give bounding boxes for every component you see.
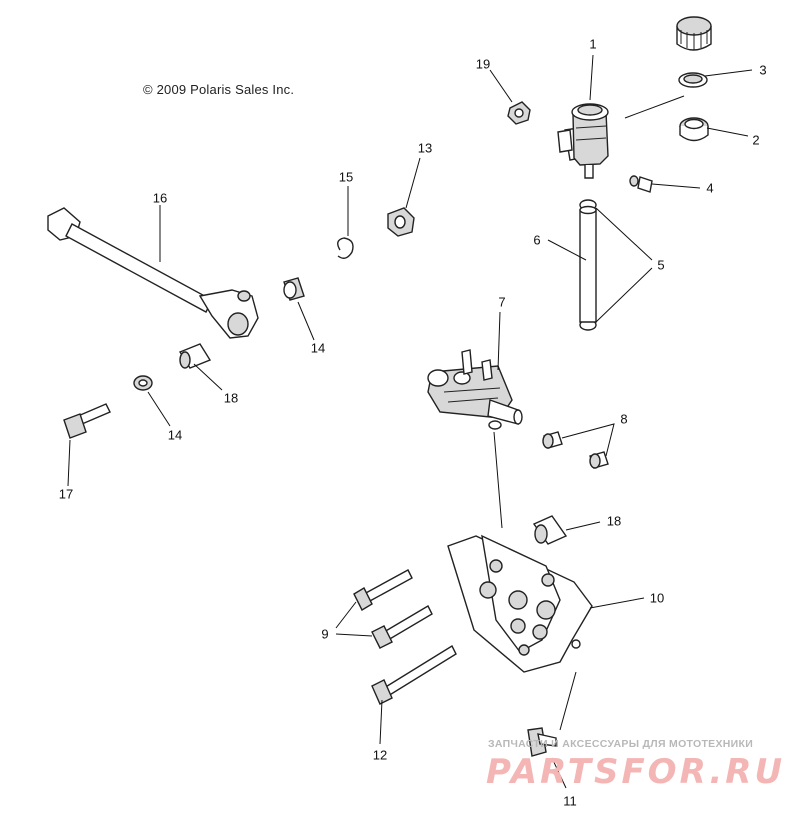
callout-6: 6 bbox=[533, 232, 541, 248]
part-8-bushings bbox=[542, 431, 609, 469]
copyright-notice: © 2009 Polaris Sales Inc. bbox=[143, 82, 295, 97]
part-7-pivot-assembly bbox=[427, 349, 523, 430]
callout-5: 5 bbox=[657, 257, 665, 273]
part-9-bolts bbox=[353, 569, 433, 649]
callout-3: 3 bbox=[759, 62, 767, 78]
part-17-bolt bbox=[63, 403, 111, 439]
part-10-bracket-plate bbox=[447, 534, 593, 673]
part-16-brake-rod bbox=[47, 207, 259, 339]
callout-11: 11 bbox=[563, 793, 577, 809]
callout-1: 1 bbox=[589, 36, 597, 52]
callout-2: 2 bbox=[752, 132, 760, 148]
part-4-fitting bbox=[629, 175, 653, 193]
watermark-tagline: ЗАПЧАСТИ И АКСЕССУАРЫ ДЛЯ МОТОТЕХНИКИ bbox=[488, 738, 754, 750]
part-1-master-cylinder bbox=[557, 103, 609, 179]
callout-13: 13 bbox=[417, 140, 433, 156]
callout-17: 17 bbox=[58, 486, 74, 502]
callout-10: 10 bbox=[649, 590, 665, 606]
part-3-diaphragm bbox=[678, 72, 708, 88]
callout-18-left: 18 bbox=[223, 390, 239, 406]
part-12-long-bolt bbox=[371, 645, 457, 705]
callout-18-right: 18 bbox=[606, 513, 622, 529]
part-18-spacers bbox=[178, 343, 568, 545]
callout-8: 8 bbox=[620, 411, 628, 427]
callout-19: 19 bbox=[475, 56, 491, 72]
callout-16: 16 bbox=[152, 190, 168, 206]
callout-12: 12 bbox=[372, 747, 388, 763]
callout-9: 9 bbox=[321, 626, 329, 642]
reservoir-cap bbox=[676, 16, 712, 51]
part-11-bolt bbox=[527, 727, 557, 757]
part-15-clip bbox=[337, 237, 354, 259]
callout-14-upper: 14 bbox=[310, 340, 326, 356]
part-13-nut bbox=[387, 207, 415, 237]
callout-4: 4 bbox=[706, 180, 714, 196]
callout-15: 15 bbox=[338, 169, 354, 185]
part-2-cap-seal bbox=[679, 117, 709, 142]
callout-14-lower: 14 bbox=[167, 427, 183, 443]
part-19-nut bbox=[507, 101, 531, 125]
part-6-hose bbox=[579, 205, 597, 323]
callout-7: 7 bbox=[498, 294, 506, 310]
leader-lines bbox=[67, 54, 753, 789]
watermark-logo: PARTSFOR.RU bbox=[486, 752, 786, 792]
part-14-bushings bbox=[133, 277, 305, 391]
